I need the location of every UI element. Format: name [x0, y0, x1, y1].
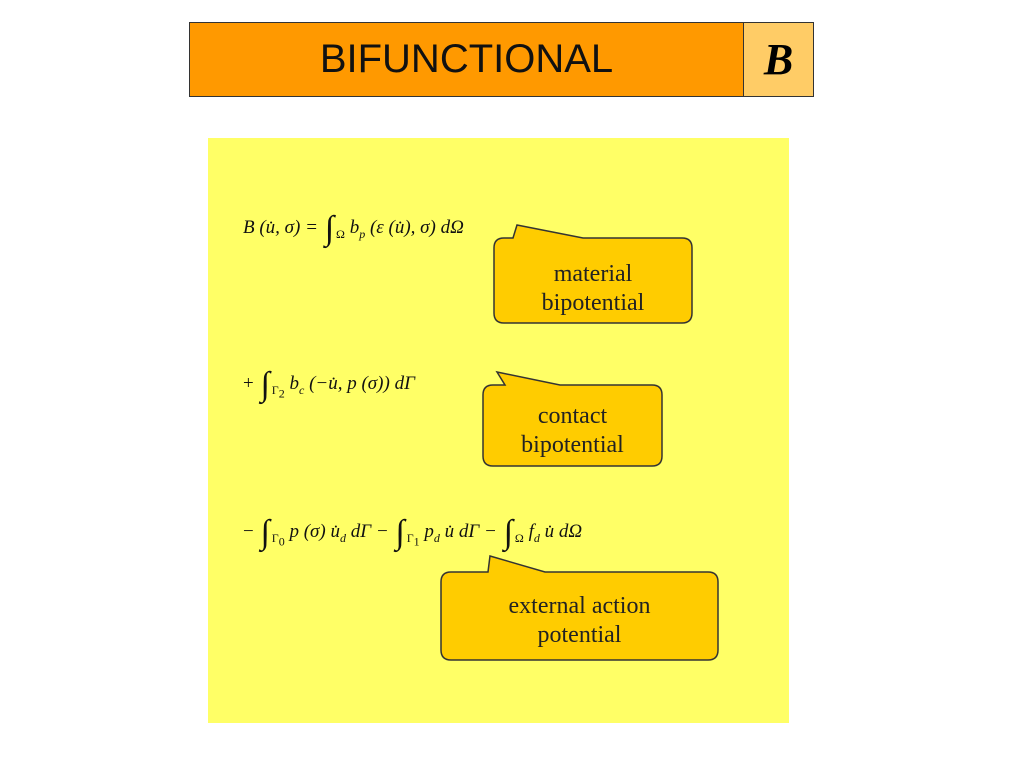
- eq2-domain-sub: 2: [278, 386, 285, 401]
- eq3-term1-end: dΓ −: [350, 521, 389, 542]
- integral-sign: ∫: [395, 514, 405, 551]
- integral-sign: ∫: [503, 514, 513, 551]
- eq3-term1: p (σ) u̇: [289, 521, 341, 542]
- callout-contact: contact bipotential: [483, 402, 662, 460]
- equation-line-1: B (u̇, σ) = ∫Ω bp (ε (u̇), σ) dΩ: [243, 204, 464, 247]
- equation-line-3: − ∫Γ0 p (σ) u̇d dΓ − ∫Γ1 pd u̇ dΓ − ∫Ω f…: [243, 508, 583, 551]
- callout-material-line1: material: [553, 261, 633, 287]
- callout-material-line2: bipotential: [541, 289, 645, 316]
- eq2-args: (−u̇, p (σ)) dΓ: [309, 373, 415, 394]
- eq3-int1-domain-sub: 0: [278, 534, 285, 549]
- eq3-int3-domain: Ω: [514, 530, 524, 545]
- eq1-lhs: B (u̇, σ) =: [243, 217, 318, 238]
- slide-title: BIFUNCTIONAL: [190, 23, 744, 96]
- eq2-prefix: +: [243, 373, 254, 394]
- callout-contact-line1: contact: [537, 403, 608, 429]
- eq1-args: (ε (u̇), σ) dΩ: [369, 217, 464, 238]
- callout-material: material bipotential: [494, 260, 692, 318]
- eq3-term1-sub: d: [340, 530, 347, 545]
- eq3-int2-domain: Γ: [406, 530, 414, 545]
- callout-contact-line2: bipotential: [521, 431, 624, 458]
- eq3-prefix: −: [243, 521, 254, 542]
- integral-sign: ∫: [260, 366, 270, 403]
- integral-sign: ∫: [324, 210, 335, 247]
- title-bar: BIFUNCTIONAL B: [189, 22, 814, 97]
- eq3-term3-sub: d: [533, 530, 540, 545]
- eq3-term2: p: [424, 521, 434, 542]
- callout-external-line2: potential: [537, 621, 622, 648]
- eq3-term2-end: u̇ dΓ −: [444, 521, 497, 542]
- callout-external: external action potential: [441, 592, 718, 650]
- title-letter-badge: B: [744, 23, 813, 96]
- eq1-domain: Ω: [336, 226, 345, 241]
- integral-sign: ∫: [260, 514, 270, 551]
- eq3-int1-domain: Γ: [271, 530, 279, 545]
- eq2-integrand-sub: c: [298, 382, 305, 397]
- equation-line-2: + ∫Γ2 bc (−u̇, p (σ)) dΓ: [243, 360, 415, 403]
- eq3-term3: f: [528, 521, 534, 542]
- eq2-domain: Γ: [271, 382, 279, 397]
- eq1-integrand: b: [349, 217, 360, 238]
- eq3-int2-domain-sub: 1: [413, 534, 420, 549]
- eq1-integrand-sub: p: [359, 226, 366, 241]
- callout-external-line1: external action: [508, 593, 651, 619]
- eq3-term3-end: u̇ dΩ: [544, 521, 583, 542]
- eq2-integrand: b: [289, 373, 299, 394]
- eq3-term2-sub: d: [433, 530, 440, 545]
